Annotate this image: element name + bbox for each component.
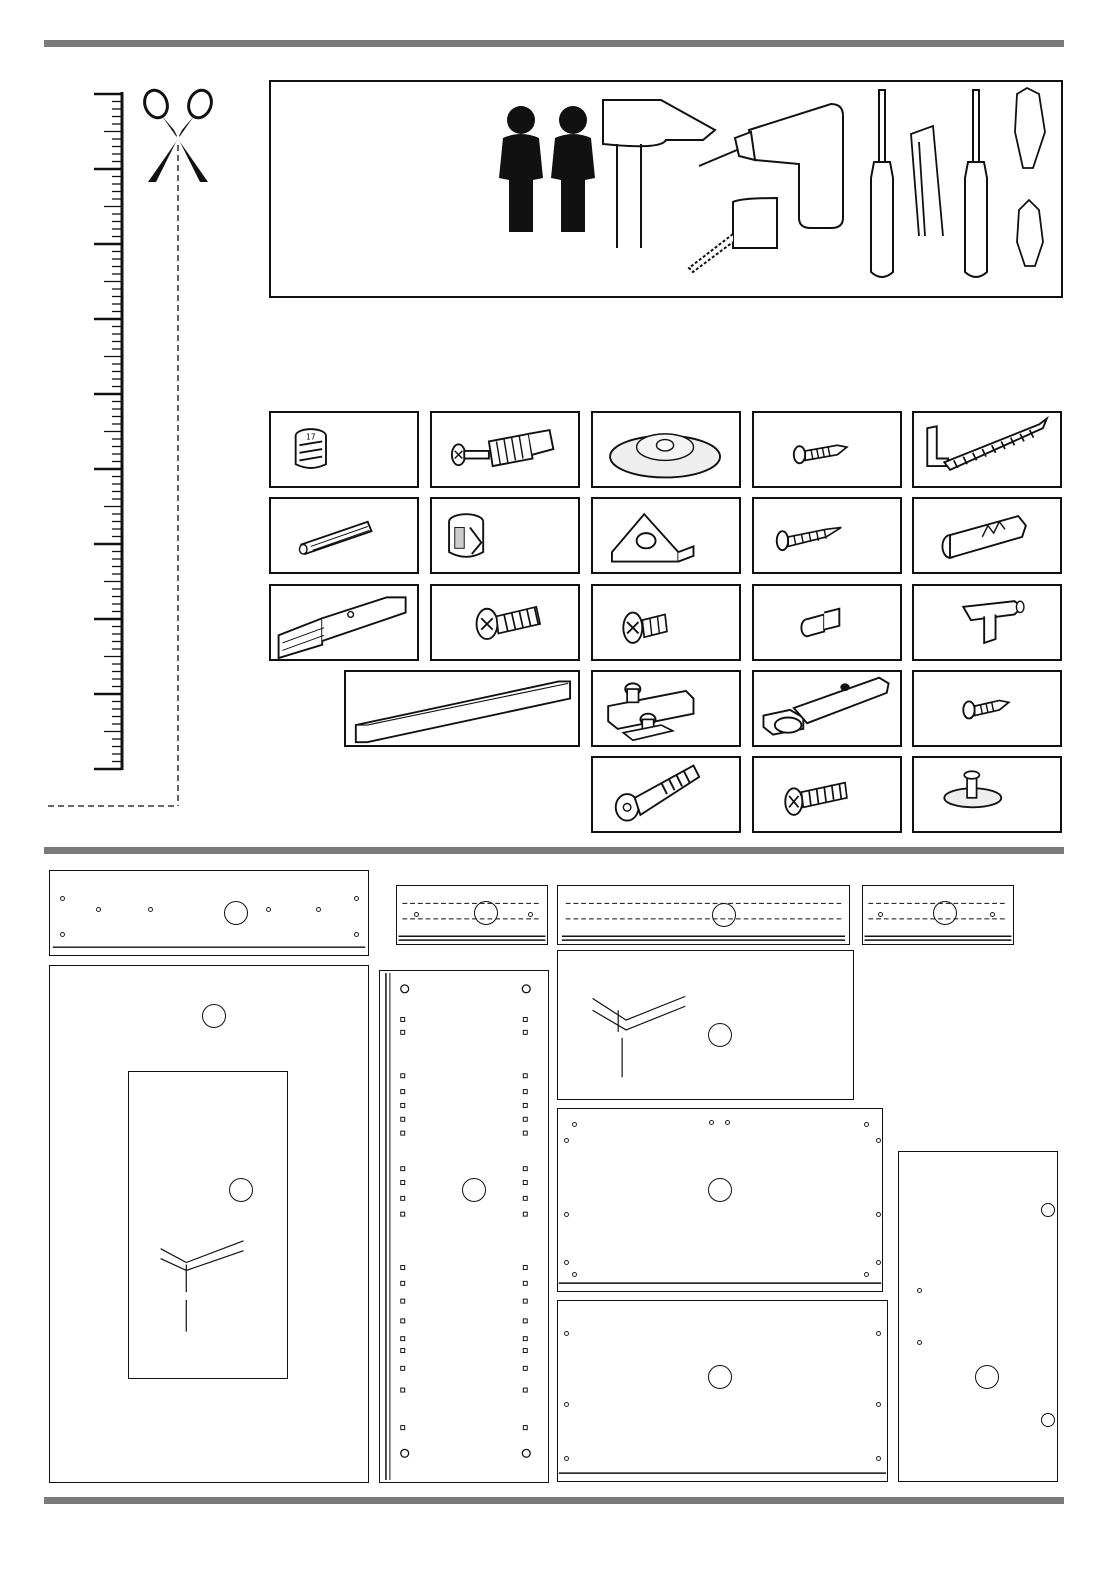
drill-hole (572, 1122, 577, 1127)
drill-hole (876, 1456, 881, 1461)
required-tools-box (269, 80, 1063, 298)
part-marker-circle (712, 903, 736, 927)
cam-lock-nut-icon (430, 497, 580, 574)
cam-bolt-icon (430, 411, 580, 488)
cam-lock-icon: 17 (269, 411, 419, 488)
coarse-screw-icon (752, 756, 902, 833)
drill-hole (414, 912, 419, 917)
drill-hole (876, 1260, 881, 1265)
part-marker-circle (202, 1004, 226, 1028)
small-screw-icon (912, 670, 1062, 747)
phillips-screwdriver-icon (965, 90, 987, 277)
svg-text:17: 17 (306, 433, 316, 442)
hook-lag-screw-icon (912, 411, 1062, 488)
top-rule (44, 40, 1064, 47)
drill-hole (709, 1120, 714, 1125)
person-icon (551, 106, 595, 232)
scissors-icon (138, 86, 218, 186)
part-marker-circle (224, 901, 248, 925)
plinth-panel-center (557, 885, 850, 945)
bottom-panel (557, 1300, 888, 1482)
drill-hole (917, 1288, 922, 1293)
short-euro-screw-icon (591, 584, 741, 661)
drill-hole (60, 896, 65, 901)
drill-hole (572, 1272, 577, 1277)
drill-hole (564, 1260, 569, 1265)
screwdriver-bit-icon (1015, 88, 1045, 168)
drill-hole (917, 1340, 922, 1345)
screwdriver-bit-icon (1017, 200, 1043, 266)
drill-hole (564, 1212, 569, 1217)
furniture-glide-icon (912, 756, 1062, 833)
concealed-hinge-icon (752, 670, 902, 747)
part-marker-circle (462, 1178, 486, 1202)
drill-hole (725, 1120, 730, 1125)
drawer-panel (557, 950, 854, 1100)
drill-hole (864, 1272, 869, 1277)
connecting-bolt-icon (591, 756, 741, 833)
part-marker-circle (708, 1365, 732, 1389)
hinge-hole (1041, 1413, 1055, 1427)
small-door-panel (898, 1151, 1058, 1482)
part-marker-circle (229, 1178, 253, 1202)
short-screw-icon (752, 411, 902, 488)
drill-hole (528, 912, 533, 917)
part-marker-circle (933, 901, 957, 925)
ruler-icon (94, 92, 124, 772)
drawer-runner-icon (269, 584, 419, 661)
part-marker-circle (474, 901, 498, 925)
drill-hole (564, 1402, 569, 1407)
drill-hole (60, 932, 65, 937)
person-icon (499, 106, 543, 232)
drill-hole (564, 1331, 569, 1336)
middle-rule (44, 847, 1064, 854)
drill-hole (266, 907, 271, 912)
euro-screw-icon (430, 584, 580, 661)
hinge-hole (1041, 1203, 1055, 1217)
handle-bar-icon (344, 670, 580, 747)
part-marker-circle (975, 1365, 999, 1389)
drill-hole (564, 1456, 569, 1461)
drill-hole (876, 1212, 881, 1217)
bottom-rule (44, 1497, 1064, 1504)
drill-hole (990, 912, 995, 917)
drill-hole (876, 1138, 881, 1143)
drill-hole (148, 907, 153, 912)
flathead-screwdriver-icon (871, 90, 893, 277)
drill-hole (876, 1331, 881, 1336)
corner-bracket-icon (591, 497, 741, 574)
drill-hole (564, 1138, 569, 1143)
round-cap-icon (591, 411, 741, 488)
drill-hole (876, 1402, 881, 1407)
hinge-plate-icon (591, 670, 741, 747)
top-panel (49, 870, 369, 956)
shelf-pin-icon (752, 584, 902, 661)
tweezers-icon (911, 126, 943, 236)
drill-hole (878, 912, 883, 917)
tape-measure-icon (689, 198, 777, 272)
drill-hole (96, 907, 101, 912)
wall-plug-icon (912, 497, 1062, 574)
wooden-dowel-icon (269, 497, 419, 574)
door-inner-panel (128, 1071, 288, 1379)
shelf-support-icon (912, 584, 1062, 661)
side-panel (379, 970, 549, 1483)
drill-hole (354, 896, 359, 901)
part-marker-circle (708, 1178, 732, 1202)
drill-hole (316, 907, 321, 912)
wood-screw-icon (752, 497, 902, 574)
drill-hole (864, 1122, 869, 1127)
part-marker-circle (708, 1023, 732, 1047)
tools-illustration (271, 82, 1065, 300)
hammer-icon (603, 100, 715, 248)
drill-hole (354, 932, 359, 937)
